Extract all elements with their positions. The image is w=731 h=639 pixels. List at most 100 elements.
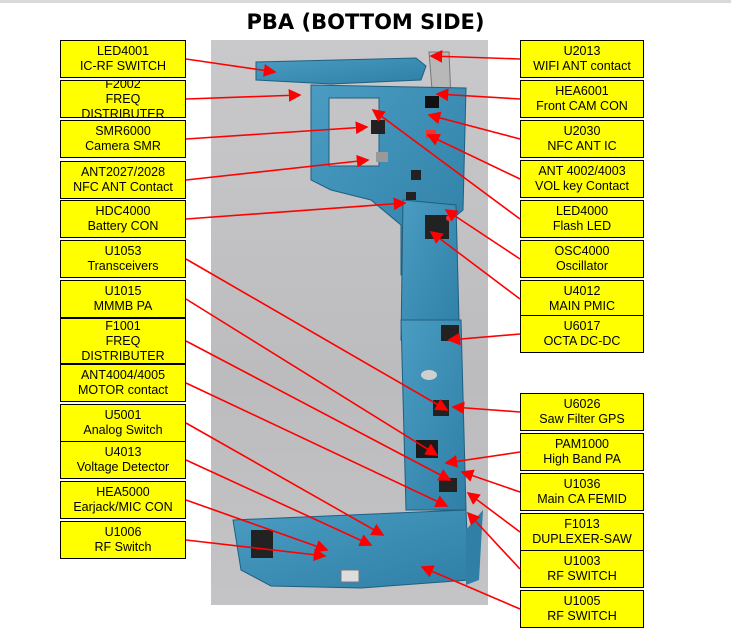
label-line: DISTRIBUTER [81, 106, 165, 118]
label-line: Transceivers [87, 259, 159, 273]
label-line: ANT 4002/4003 [538, 164, 626, 178]
arrow-left-7 [185, 340, 452, 481]
label-line: DUPLEXER-SAW [532, 532, 632, 546]
label-line: MOTOR contact [77, 383, 169, 397]
chip-ant4002 [411, 170, 421, 180]
label-line: RF SWITCH [547, 569, 617, 583]
label-line: HEA6001 [555, 84, 609, 98]
arrow-right-13 [420, 565, 521, 610]
label-line: Battery CON [87, 219, 159, 233]
label-line: U1036 [563, 477, 601, 491]
label-line: DISTRIBUTER [81, 348, 165, 363]
label-line: U1053 [104, 244, 142, 258]
label-line: VOL key Contact [534, 179, 630, 193]
label-line: U1003 [563, 554, 601, 568]
arrow-right-8 [451, 401, 521, 415]
battery-con [406, 192, 416, 200]
label-line: Flash LED [552, 219, 612, 233]
arrow-right-11 [466, 492, 521, 533]
label-line: ANT4004/4005 [80, 368, 166, 382]
label-line: RF SWITCH [547, 609, 617, 623]
arrow-right-3 [426, 134, 521, 180]
label-line: High Band PA [543, 452, 621, 466]
arrow-right-1 [435, 88, 521, 102]
label-line: Analog Switch [83, 423, 163, 437]
arrow-right-4 [371, 109, 521, 220]
arrow-left-5 [185, 258, 449, 411]
label-line: F1013 [564, 517, 600, 531]
label-line: RF Switch [94, 540, 152, 554]
earjack-con [251, 530, 273, 558]
motor-contact [421, 370, 437, 380]
pcb-board-illustration [232, 51, 483, 589]
label-line: Earjack/MIC CON [73, 500, 173, 514]
arrow-left-0 [185, 58, 277, 77]
label-line: U5001 [104, 408, 142, 422]
arrow-left-1 [185, 88, 302, 102]
arrow-right-5 [444, 209, 521, 260]
arrow-left-3 [185, 154, 370, 181]
label-line: U2030 [563, 124, 601, 138]
label-line: MMMB PA [93, 299, 153, 313]
arrow-left-2 [185, 121, 369, 140]
label-line: U1005 [563, 594, 601, 608]
label-line: U6017 [563, 319, 601, 333]
diagram-title: PBA (BOTTOM SIDE) [246, 10, 485, 34]
label-line: Saw Filter GPS [539, 412, 625, 426]
label-line: F2002 [105, 80, 141, 91]
label-line: U4012 [563, 284, 601, 298]
label-line: IC-RF SWITCH [79, 59, 167, 73]
bottom-strip [232, 509, 470, 589]
top-divider-line [0, 0, 731, 3]
label-line: U1015 [104, 284, 142, 298]
label-line: NFC ANT Contact [73, 180, 173, 194]
label-line: PAM1000 [555, 437, 609, 451]
label-line: WIFI ANT contact [533, 59, 631, 73]
usb-port [340, 569, 360, 583]
label-line: MAIN PMIC [549, 299, 615, 313]
chip-u1036 [439, 478, 457, 492]
label-line: U6026 [563, 397, 601, 411]
label-line: Main CA FEMID [537, 492, 627, 506]
arrow-left-10 [185, 459, 373, 547]
arrow-right-2 [427, 111, 521, 140]
arrow-right-6 [429, 231, 521, 300]
arrow-right-0 [429, 49, 521, 63]
label-line: OCTA DC-DC [543, 334, 621, 348]
label-line: Voltage Detector [76, 460, 170, 474]
arrow-right-12 [466, 511, 521, 570]
label-line: HDC4000 [95, 204, 151, 218]
board-photo [211, 40, 488, 605]
arrow-left-8 [185, 382, 449, 508]
arrow-left-9 [185, 422, 385, 536]
label-line: LED4001 [96, 44, 150, 58]
label-line: U1006 [104, 525, 142, 539]
label-line: F1001 [105, 318, 141, 333]
label-line: SMR6000 [95, 124, 151, 138]
label-line: LED4000 [555, 204, 609, 218]
camera-smr [376, 152, 388, 162]
arrow-right-7 [447, 332, 521, 346]
chip-u2030 [426, 130, 436, 138]
bottom-right-edge [466, 510, 483, 585]
